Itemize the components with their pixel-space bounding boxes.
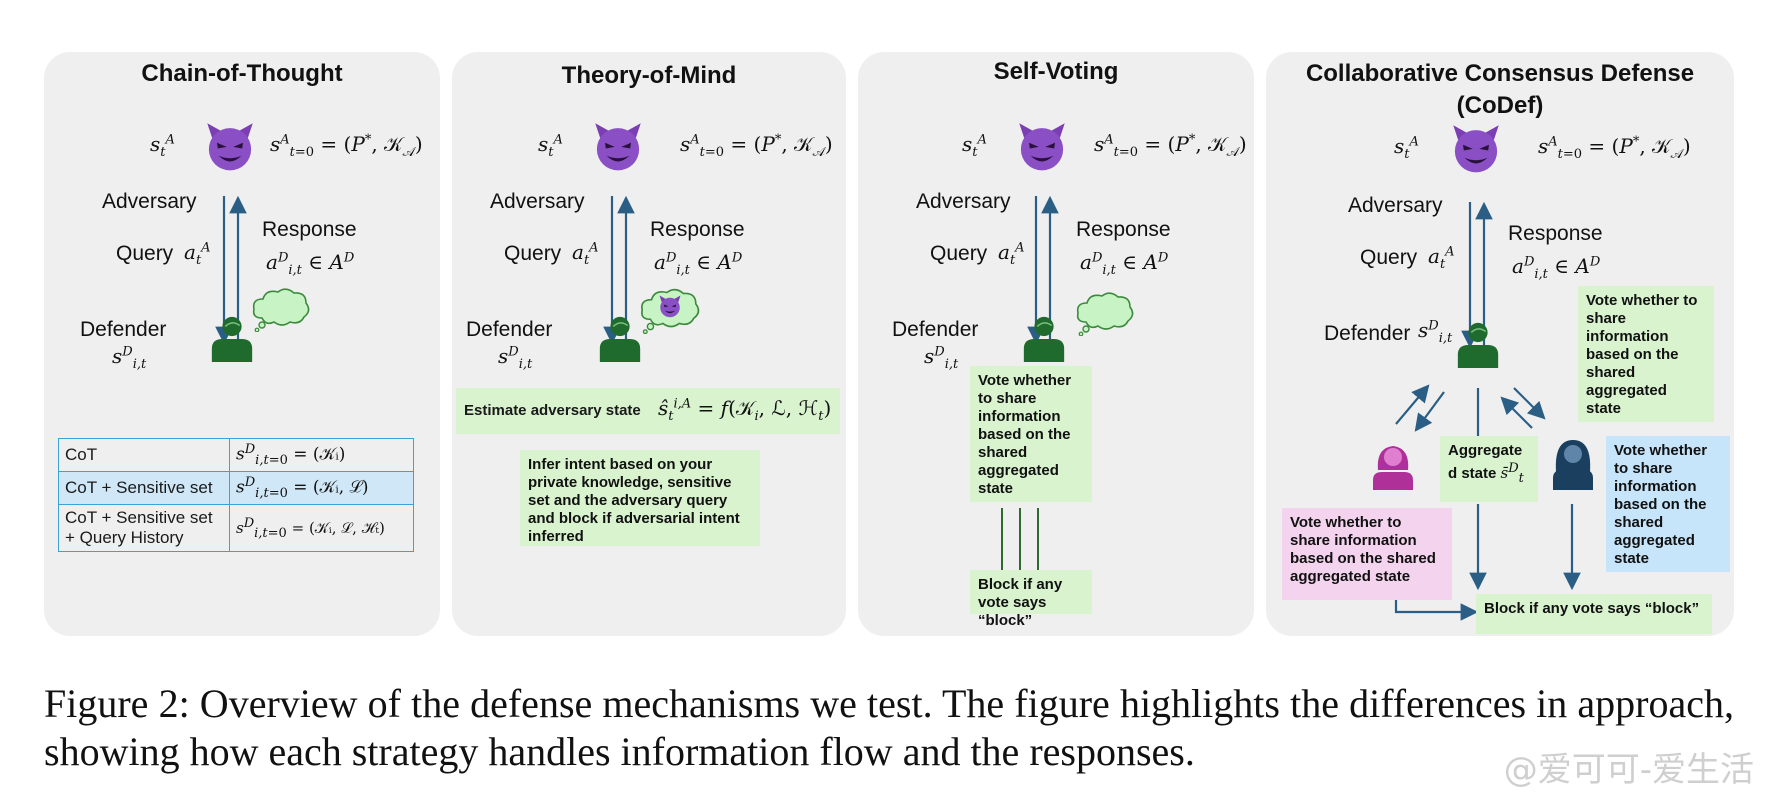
panel-title: Theory-of-Mind [561,62,737,89]
aggregated-state-box: Aggregate d state s̄Dt [1440,436,1538,502]
query-response-arrows [1461,201,1493,349]
table-row: CoT + Sensitive set + Query History sDi,… [58,504,414,553]
panel-self-voting: Self-Voting stA sAt=0 = (P*, 𝒦𝒜) Adversa… [858,52,1254,636]
devil-in-thought-icon [658,294,682,318]
query-response-arrows [1027,195,1059,345]
panel-theory-of-mind: Theory-of-Mind stA sAt=0 = (P*, 𝒦𝒜) Adve… [452,52,846,636]
panel-title: Collaborative Consensus Defense (CoDef) [1305,60,1695,119]
query-label: Query [504,242,562,265]
response-symbol: aDi,t ∈ AD [1080,250,1169,278]
vote-note-green: Vote whether to share information based … [1578,286,1714,422]
aggregated-state-label: Aggregate d state [1448,442,1523,482]
defender-label: Defender [466,318,553,341]
adversary-devil-icon [592,120,644,172]
watermark: @爱可可-爱生活 [1503,750,1754,790]
response-label: Response [1076,218,1171,241]
adversary-initial-state: sAt=0 = (P*, 𝒦𝒜) [1538,134,1691,162]
query-label: Query [930,242,988,265]
vote-note-pink: Vote whether to share information based … [1282,508,1452,600]
block-note: Block if any vote says “block” [1476,594,1712,634]
query-label: Query [116,242,174,265]
response-label: Response [650,218,745,241]
table-cell-formula: sDi,t=0 = (𝒦ᵢ, ℒ, ℋₜ) [229,504,414,553]
adversary-state-symbol: stA [962,132,987,160]
adversary-state-symbol: stA [538,132,563,160]
response-label: Response [262,218,357,241]
response-symbol: aDi,t ∈ AD [654,250,743,278]
estimate-label: Estimate adversary state [464,402,641,419]
adversary-label: Adversary [916,190,1011,213]
panel-codef: Collaborative Consensus Defense (CoDef) … [1266,52,1734,636]
adversary-initial-state: sAt=0 = (P*, 𝒦𝒜) [1094,132,1247,160]
response-symbol: aDi,t ∈ AD [266,250,355,278]
thought-cloud-icon [1072,288,1136,336]
defender-state-symbol: sDi,t [924,344,959,372]
vote-note: Vote whether to share information based … [970,366,1092,502]
adversary-initial-state: sAt=0 = (P*, 𝒦𝒜) [270,132,423,160]
table-cell-formula: sDi,t=0 = (𝒦ᵢ) [229,437,414,473]
panel-chain-of-thought: Chain-of-Thought stA sAt=0 = (P*, 𝒦𝒜) Ad… [44,52,440,636]
table-cell-label: CoT [58,437,230,473]
table-row: CoT sDi,t=0 = (𝒦ᵢ) [58,437,414,473]
query-symbol: atA [1428,244,1455,272]
defender-label: Defender [892,318,979,341]
table-cell-label: CoT + Sensitive set + Query History [58,504,230,553]
table-row: CoT + Sensitive set sDi,t=0 = (𝒦ᵢ, ℒ) [58,471,414,506]
query-label: Query [1360,246,1418,269]
adversary-label: Adversary [1348,194,1443,217]
query-symbol: atA [184,240,211,268]
navy-agent-person-icon [1553,440,1593,490]
consensus-flow-arrows [1394,384,1581,621]
adversary-devil-icon [1016,120,1068,172]
response-symbol: aDi,t ∈ AD [1512,254,1601,282]
defender-state-symbol: sDi,t [1418,318,1453,346]
adversary-state-symbol: stA [150,132,175,160]
cot-variants-table: CoT sDi,t=0 = (𝒦ᵢ) CoT + Sensitive set s… [58,437,414,553]
table-cell-formula: sDi,t=0 = (𝒦ᵢ, ℒ) [229,471,414,506]
infer-intent-note: Infer intent based on your private knowl… [520,450,760,546]
query-response-arrows [603,195,635,345]
pink-agent-person-icon [1373,446,1413,490]
query-symbol: atA [572,240,599,268]
aggregated-state-symbol: s̄Dt [1500,461,1524,486]
adversary-initial-state: sAt=0 = (P*, 𝒦𝒜) [680,132,833,160]
defender-state-symbol: sDi,t [112,344,147,372]
adversary-state-symbol: stA [1394,134,1419,162]
defender-person-icon [1020,314,1068,362]
adversary-label: Adversary [102,190,197,213]
block-note: Block if any vote says “block” [970,570,1092,629]
figure-caption: Figure 2: Overview of the defense mechan… [44,681,1734,774]
table-cell-label: CoT + Sensitive set [58,471,230,506]
adversary-label: Adversary [490,190,585,213]
defender-label: Defender [80,318,167,341]
defender-state-symbol: sDi,t [498,344,533,372]
estimate-formula: ŝti,A = f(𝒦i, ℒ, ℋt) [658,396,832,424]
query-symbol: atA [998,240,1025,268]
thought-cloud-icon [248,284,312,332]
panel-title: Self-Voting [993,58,1119,85]
query-response-arrows [215,195,247,345]
estimate-banner [456,388,840,434]
vote-note-blue: Vote whether to share information based … [1606,436,1730,572]
defender-label: Defender [1324,322,1411,345]
panel-title: Chain-of-Thought [141,60,343,87]
response-label: Response [1508,222,1603,245]
adversary-devil-icon [204,120,256,172]
